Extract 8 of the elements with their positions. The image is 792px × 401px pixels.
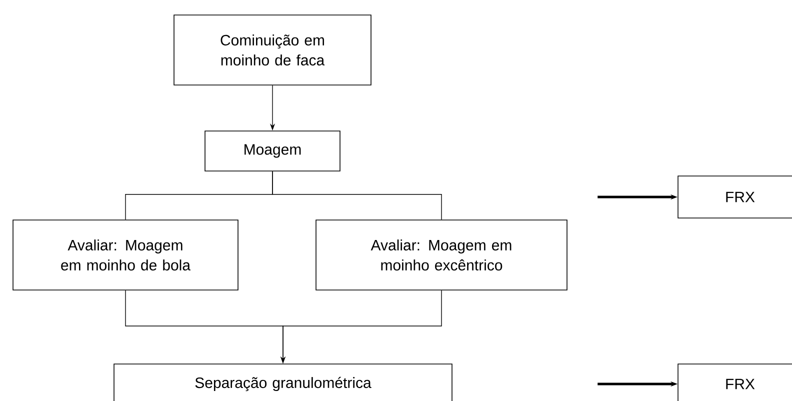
- process-box: Cominuição em moinho de faca: [174, 14, 372, 86]
- process-box: Separação granulométrica: [114, 364, 452, 401]
- process-box: Avaliar: Moagem em moinho de bola: [12, 220, 238, 290]
- process-box: Avaliar: Moagem em moinho excêntrico: [316, 220, 568, 290]
- process-box: FRX: [678, 364, 792, 401]
- connector-line: [272, 171, 442, 220]
- process-box: FRX: [678, 176, 792, 218]
- process-box: Moagem: [204, 130, 340, 172]
